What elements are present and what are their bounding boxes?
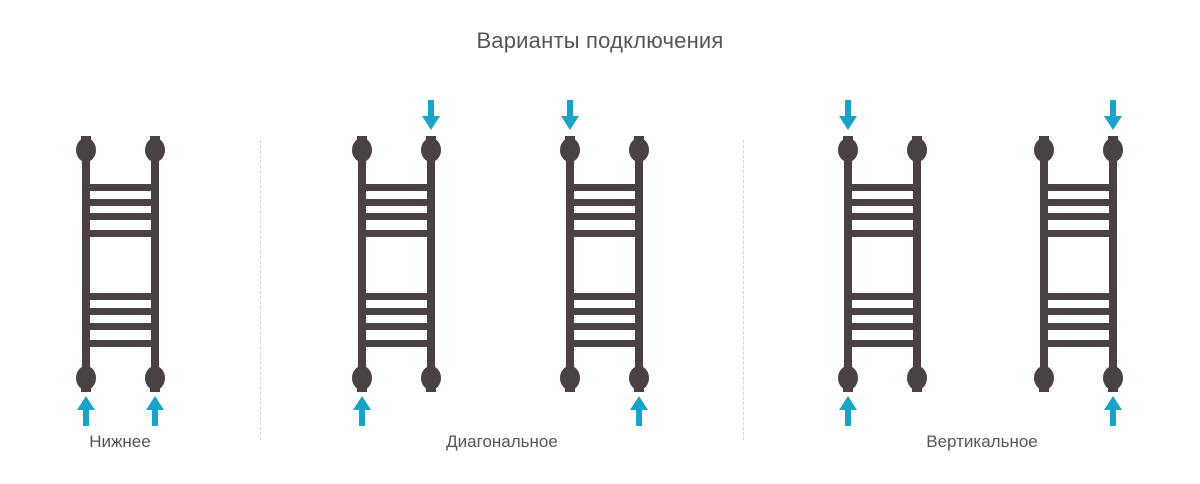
left-rail (844, 150, 852, 378)
flow-arrow-down-icon (422, 100, 440, 130)
flow-arrow-up-icon (77, 396, 95, 426)
right-rail (427, 150, 435, 378)
radiator-diagram (1034, 100, 1123, 426)
page-title: Варианты подключения (476, 28, 724, 53)
rail-cap (352, 366, 372, 390)
radiator-rung (86, 230, 155, 237)
radiator-rung (1044, 184, 1113, 191)
rail-cap (560, 366, 580, 390)
radiator-rung (362, 323, 431, 330)
radiator-rung (1044, 213, 1113, 220)
radiator-rung (1044, 323, 1113, 330)
radiator-rung (570, 340, 639, 347)
radiator-rung (570, 308, 639, 315)
radiator-rung (86, 213, 155, 220)
rail-cap (145, 366, 165, 390)
radiator-rung (848, 213, 917, 220)
radiator-rung (86, 199, 155, 206)
group-divider (260, 140, 261, 440)
radiator-diagram (560, 100, 649, 426)
rail-cap (629, 138, 649, 162)
radiator-rung (362, 308, 431, 315)
right-rail (1109, 150, 1117, 378)
radiator-diagram (838, 100, 927, 426)
rail-cap (76, 138, 96, 162)
radiator-rung (362, 340, 431, 347)
radiator-rung (1044, 293, 1113, 300)
radiator-rung (570, 323, 639, 330)
radiator-rung (1044, 340, 1113, 347)
left-rail (358, 150, 366, 378)
right-rail (635, 150, 643, 378)
radiator-rung (1044, 230, 1113, 237)
radiator-rung (848, 184, 917, 191)
radiator-rung (848, 308, 917, 315)
radiator-rung (86, 184, 155, 191)
radiator-rung (570, 184, 639, 191)
rail-cap (1103, 366, 1123, 390)
left-rail (566, 150, 574, 378)
rail-cap (421, 366, 441, 390)
radiator-rung (362, 293, 431, 300)
rail-cap (1034, 366, 1054, 390)
radiator-rung (570, 293, 639, 300)
flow-arrow-down-icon (839, 100, 857, 130)
caption-bottom-connection: Нижнее (89, 432, 151, 451)
radiator-rung (570, 199, 639, 206)
group-divider (743, 140, 744, 440)
radiator-diagram (352, 100, 441, 426)
rail-cap (560, 138, 580, 162)
radiator-rung (570, 213, 639, 220)
rail-cap (352, 138, 372, 162)
right-rail (151, 150, 159, 378)
left-rail (82, 150, 90, 378)
rail-cap (907, 138, 927, 162)
rail-cap (907, 366, 927, 390)
flow-arrow-up-icon (146, 396, 164, 426)
rail-cap (421, 138, 441, 162)
radiator-rung (362, 213, 431, 220)
rail-cap (838, 138, 858, 162)
flow-arrow-up-icon (353, 396, 371, 426)
flow-arrow-up-icon (839, 396, 857, 426)
radiator-rung (86, 293, 155, 300)
radiator-rung (362, 199, 431, 206)
right-rail (913, 150, 921, 378)
radiator-rung (570, 230, 639, 237)
left-rail (1040, 150, 1048, 378)
radiator-rung (86, 308, 155, 315)
flow-arrow-down-icon (561, 100, 579, 130)
caption-diagonal-connection: Диагональное (446, 432, 558, 451)
radiator-rung (86, 340, 155, 347)
rail-cap (1034, 138, 1054, 162)
radiator-rung (848, 230, 917, 237)
radiator-rung (848, 323, 917, 330)
flow-arrow-up-icon (1104, 396, 1122, 426)
radiator-rung (1044, 308, 1113, 315)
radiator-rung (848, 340, 917, 347)
rail-cap (145, 138, 165, 162)
radiator-rung (1044, 199, 1113, 206)
flow-arrow-down-icon (1104, 100, 1122, 130)
caption-vertical-connection: Вертикальное (926, 432, 1038, 451)
radiator-rung (86, 323, 155, 330)
radiator-diagram (76, 136, 165, 426)
radiator-rung (362, 230, 431, 237)
rail-cap (838, 366, 858, 390)
rail-cap (629, 366, 649, 390)
rail-cap (1103, 138, 1123, 162)
rail-cap (76, 366, 96, 390)
radiator-rung (362, 184, 431, 191)
radiator-rung (848, 199, 917, 206)
radiator-rung (848, 293, 917, 300)
flow-arrow-up-icon (630, 396, 648, 426)
